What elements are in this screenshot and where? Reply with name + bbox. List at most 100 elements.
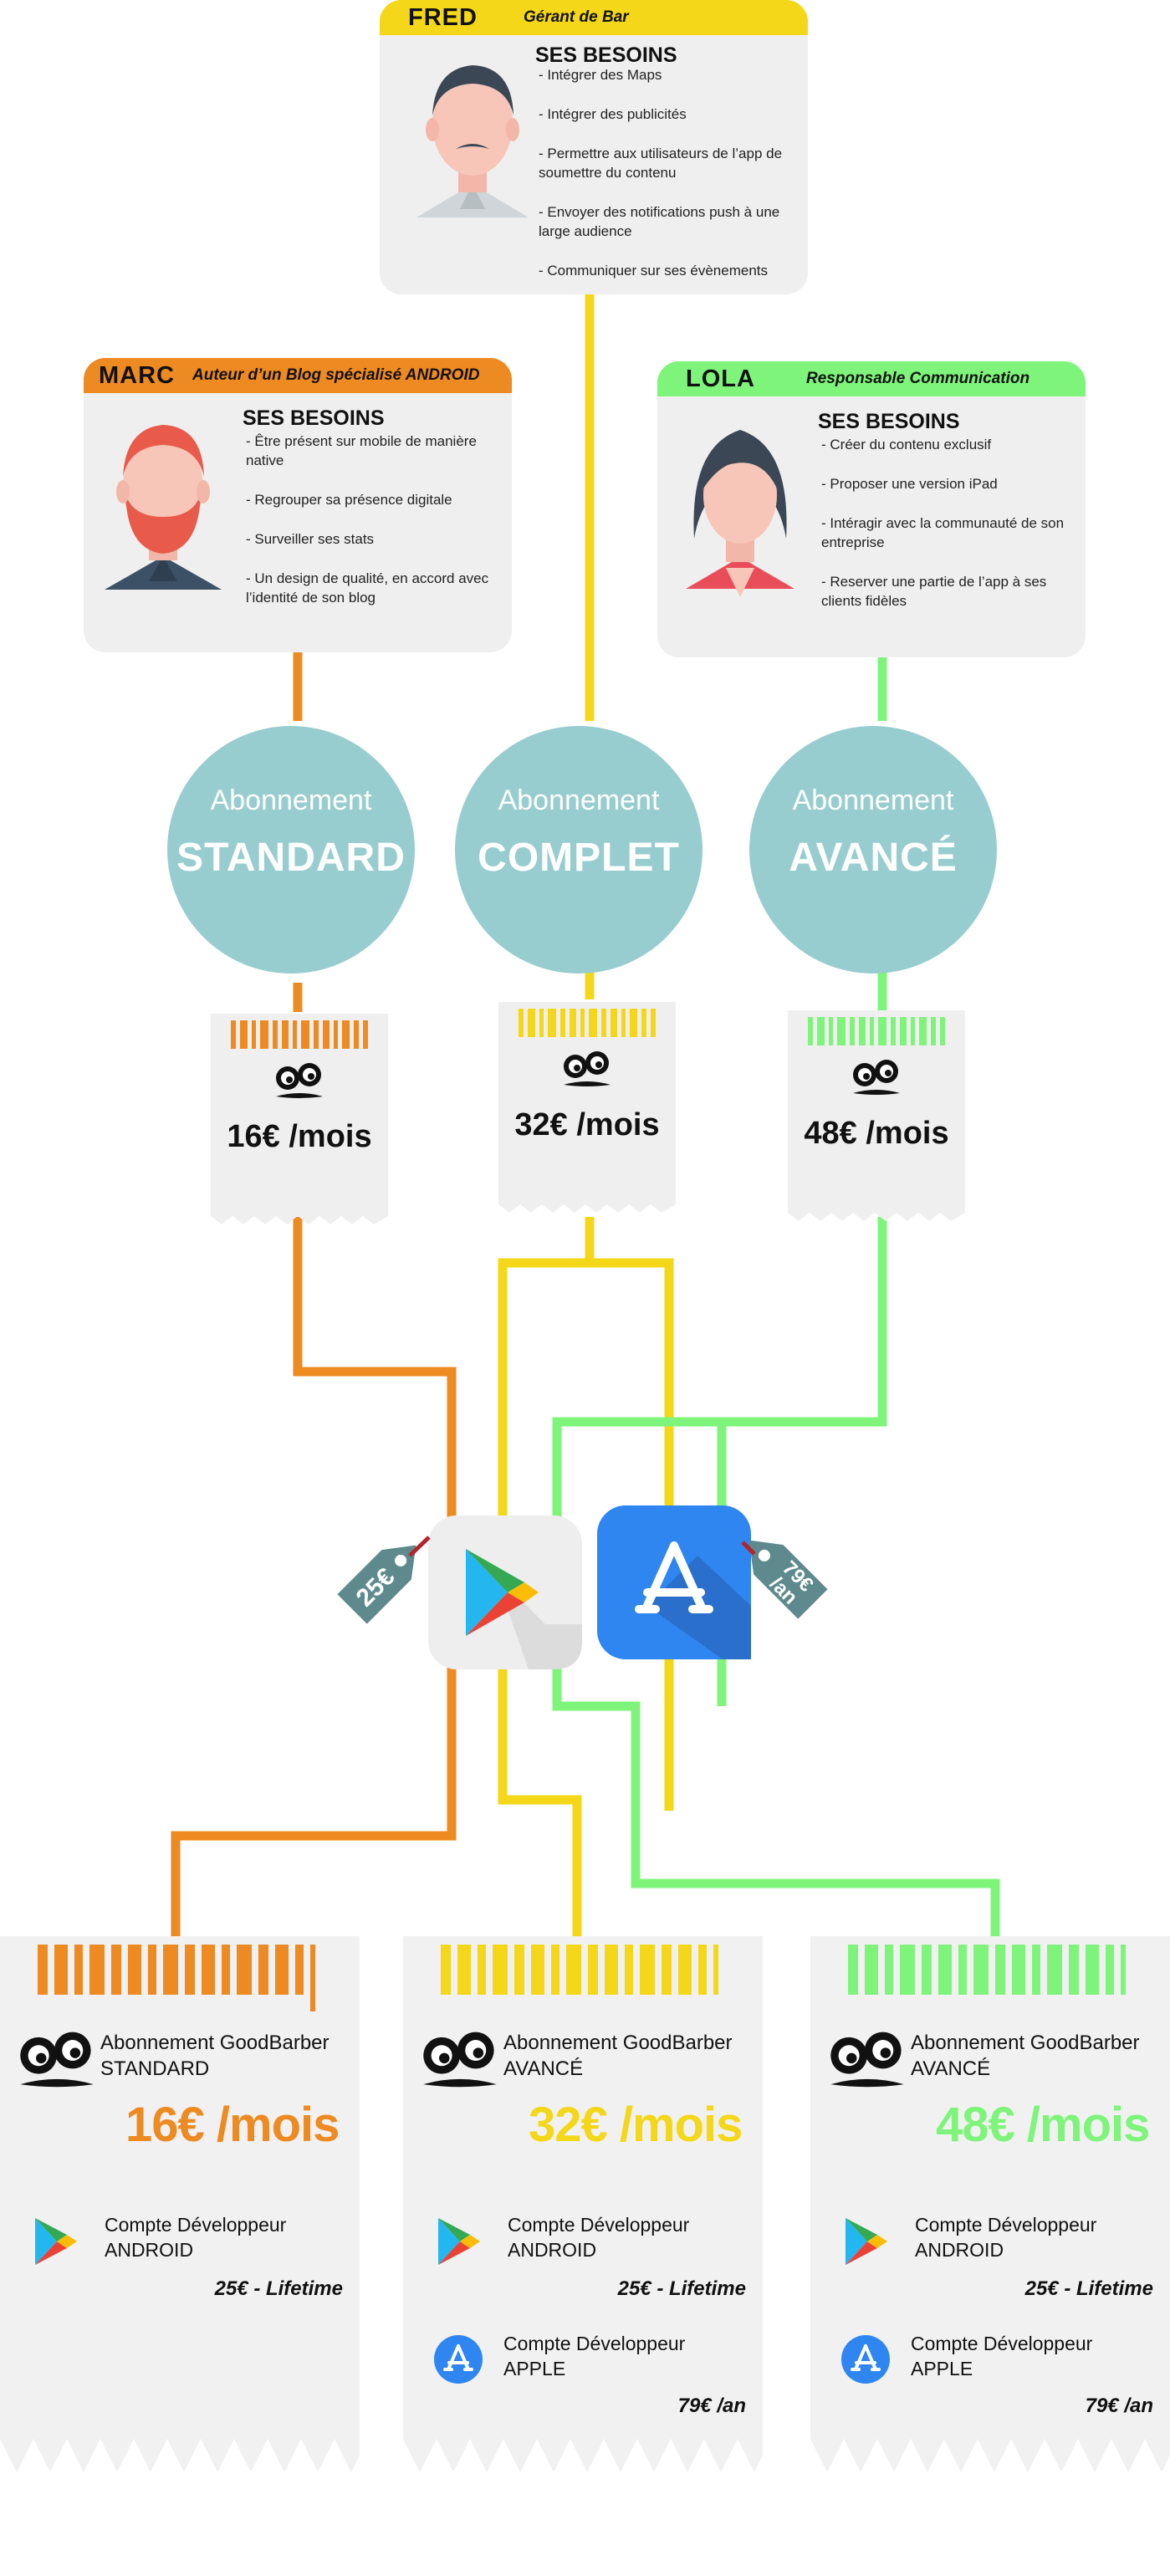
persona-name: MARC [99,361,175,389]
account-label-line1: Compte Développeur [911,2333,1093,2354]
account-label-line1: Compte Développeur [105,2214,287,2236]
receipt-price: 48€ /mois [936,2098,1150,2152]
account-label-line1: Compte Développeur [508,2214,690,2236]
apple-account-cost: 79€ /an [1085,2395,1153,2417]
receipt-barcode [38,1945,315,2011]
needs-list-fred: - Intégrer des Maps - Intégrer des publi… [539,65,805,294]
need-item: - Intéragir avec la communauté de son en… [821,515,1065,550]
subscription-circle-complet: Abonnement COMPLET [455,726,703,974]
avatar-fred [416,65,529,217]
google-play-icon [846,2218,887,2265]
goodbarber-logo-icon [276,1063,323,1098]
android-account-cost: 25€ - Lifetime [1024,2277,1153,2300]
apple-account-cost: 79€ /an [677,2395,746,2417]
receipt-title: Abonnement GoodBarber AVANCÉ [911,2030,1140,2082]
circle-title: STANDARD [176,836,406,880]
apple-account-label: Compte Développeur APPLE [503,2331,685,2381]
subscription-circle-avance: Abonnement AVANCÉ [749,726,997,974]
google-play-icon [438,2218,480,2265]
ticket-price: 32€ /mois [514,1107,660,1142]
line-green [552,652,1000,1939]
receipt-title-line2: AVANCÉ [911,2057,991,2080]
persona-card-marc: MARC Auteur d’un Blog spécialisé ANDROID… [84,358,512,652]
ticket-price: 48€ /mois [804,1116,949,1151]
needs-title: SES BESOINS [243,406,385,430]
persona-role: Auteur d’un Blog spécialisé ANDROID [192,366,480,384]
account-label-line2: APPLE [503,2358,566,2379]
price-tag-google: 25€ [337,1536,431,1624]
google-play-store-tile [428,1515,582,1669]
receipt-title-line1: Abonnement GoodBarber [100,2032,330,2054]
receipt-zigzag [403,2439,763,2472]
receipt-complet: Abonnement GoodBarber AVANCÉ 32€ /mois C… [403,1936,763,2472]
avatar-marc [105,425,222,590]
android-account-label: Compte Développeur ANDROID [508,2212,689,2262]
receipt-price: 32€ /mois [529,2098,743,2152]
needs-title: SES BESOINS [818,410,960,433]
app-store-icon [841,2335,890,2384]
persona-name: LOLA [686,365,755,392]
ticket-zigzag [211,1206,388,1224]
account-label-line2: APPLE [911,2358,973,2379]
android-account-cost: 25€ - Lifetime [617,2277,746,2300]
ticket-price: 16€ /mois [227,1119,372,1154]
receipt-title-line2: AVANCÉ [503,2057,584,2080]
persona-card-lola: LOLA Responsable Communication SES BESOI… [657,361,1086,657]
receipt-zigzag [0,2439,360,2472]
persona-role: Responsable Communication [806,370,1030,387]
google-play-icon [466,1549,582,1669]
subscription-circle-standard: Abonnement STANDARD [167,726,415,974]
need-item: - Surveiller ses stats [246,531,375,547]
barcode [519,1009,656,1037]
account-label-line2: ANDROID [915,2239,1004,2261]
receipt-zigzag [810,2439,1170,2472]
need-item: - Un design de qualité, en accord avec l… [246,570,489,606]
account-label-line1: Compte Développeur [915,2214,1097,2236]
account-label-line1: Compte Développeur [503,2333,686,2354]
receipt-avance: Abonnement GoodBarber AVANCÉ 48€ /mois C… [810,1936,1170,2472]
circle-subtitle: Abonnement [498,785,660,816]
receipt-title-line2: STANDARD [100,2057,210,2080]
needs-title: SES BESOINS [535,43,677,67]
ticket-zigzag [498,1194,676,1213]
account-label-line2: ANDROID [105,2239,194,2261]
ticket-zigzag [788,1203,965,1221]
apple-app-store-tile [597,1505,751,1659]
receipt-title: Abonnement GoodBarber STANDARD [100,2030,330,2082]
price-ticket-standard: 16€ /mois [211,1014,388,1224]
price-ticket-avance: 48€ /mois [788,1010,965,1221]
need-item: - Permettre aux utilisateurs de l’app de… [539,146,783,181]
needs-list-marc: - Être présent sur mobile de manière nat… [246,432,505,627]
receipt-title-line1: Abonnement GoodBarber [911,2032,1140,2054]
need-item: - Communiquer sur ses évènements [539,263,769,279]
app-store-icon [635,1541,751,1659]
receipt-barcode [441,1945,718,1995]
google-play-icon [35,2218,77,2265]
circle-title: COMPLET [478,836,680,880]
goodbarber-logo-icon [423,2032,497,2088]
circle-title: AVANCÉ [789,836,958,880]
need-item: - Intégrer des Maps [539,67,662,83]
goodbarber-logo-icon [830,2032,904,2088]
need-item: - Créer du contenu exclusif [821,437,992,452]
need-item: - Proposer une version iPad [821,476,998,492]
price-tag-apple: 79€ /an [741,1540,828,1619]
apple-account-label: Compte Développeur APPLE [911,2331,1092,2381]
persona-header: MARC Auteur d’un Blog spécialisé ANDROID [84,358,512,393]
goodbarber-logo-icon [564,1051,611,1086]
need-item: - Intégrer des publicités [539,106,687,122]
receipt-title-line1: Abonnement GoodBarber [503,2032,733,2054]
receipt-title: Abonnement GoodBarber AVANCÉ [503,2030,733,2082]
android-account-cost: 25€ - Lifetime [214,2277,343,2300]
receipt-barcode [848,1945,1126,1995]
barcode [808,1017,945,1045]
persona-card-fred: FRED Gérant de Bar SES BESOINS - Intégre… [380,0,808,294]
persona-header: LOLA Responsable Communication [657,361,1086,396]
barcode [231,1020,368,1049]
persona-name: FRED [408,3,478,31]
avatar-lola [686,430,794,597]
app-store-icon [434,2335,483,2384]
need-item: - Regrouper sa présence digitale [246,492,452,508]
persona-role: Gérant de Bar [524,8,629,26]
android-account-label: Compte Développeur ANDROID [915,2212,1096,2262]
